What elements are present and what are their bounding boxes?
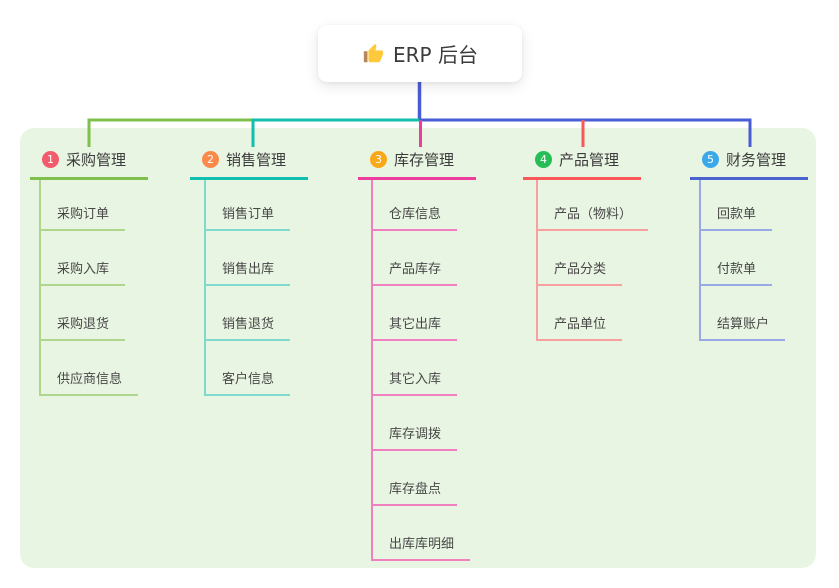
child-node-stock-count[interactable]: 库存盘点 — [372, 481, 458, 506]
child-node-product-category[interactable]: 产品分类 — [537, 261, 623, 286]
child-node-receipt-bill[interactable]: 回款单 — [700, 206, 773, 231]
branch-number-badge: 3 — [370, 150, 387, 168]
thumbs-up-icon — [363, 43, 384, 62]
child-node-product-stock[interactable]: 产品库存 — [372, 261, 458, 286]
branches-panel — [20, 128, 816, 568]
branch-label: 产品管理 — [559, 150, 620, 169]
child-node-purchase-return[interactable]: 采购退货 — [40, 316, 126, 341]
branch-label: 销售管理 — [226, 150, 287, 169]
child-node-stock-transfer[interactable]: 库存调拨 — [372, 426, 458, 451]
root-node[interactable]: ERP 后台 — [318, 25, 522, 82]
branch-header-product-management[interactable]: 4 产品管理 — [523, 147, 642, 180]
branch-number-badge: 4 — [535, 150, 552, 168]
child-node-other-inbound[interactable]: 其它入库 — [372, 371, 458, 396]
child-node-sales-return[interactable]: 销售退货 — [205, 316, 291, 341]
branch-header-finance-management[interactable]: 5 财务管理 — [690, 147, 809, 180]
child-node-customer-info[interactable]: 客户信息 — [205, 371, 291, 396]
branch-header-inventory-management[interactable]: 3 库存管理 — [358, 147, 477, 180]
branch-label: 采购管理 — [66, 150, 127, 169]
child-node-warehouse-info[interactable]: 仓库信息 — [372, 206, 458, 231]
branch-label: 库存管理 — [394, 150, 455, 169]
child-node-sales-order[interactable]: 销售订单 — [205, 206, 291, 231]
child-node-settlement-account[interactable]: 结算账户 — [700, 316, 786, 341]
child-node-payment-bill[interactable]: 付款单 — [700, 261, 773, 286]
branch-number-badge: 5 — [702, 150, 719, 168]
child-node-purchase-order[interactable]: 采购订单 — [40, 206, 126, 231]
child-node-product-unit[interactable]: 产品单位 — [537, 316, 623, 341]
branch-header-sales-management[interactable]: 2 销售管理 — [190, 147, 309, 180]
child-node-supplier-info[interactable]: 供应商信息 — [40, 371, 139, 396]
branch-label: 财务管理 — [726, 150, 787, 169]
branch-number-badge: 2 — [202, 150, 219, 168]
branch-header-purchase-management[interactable]: 1 采购管理 — [30, 147, 149, 180]
root-title: ERP 后台 — [393, 43, 478, 67]
child-node-other-outbound[interactable]: 其它出库 — [372, 316, 458, 341]
child-node-sales-outbound[interactable]: 销售出库 — [205, 261, 291, 286]
branch-number-badge: 1 — [42, 150, 59, 168]
child-node-outbound-detail[interactable]: 出库库明细 — [372, 536, 471, 561]
child-node-purchase-inbound[interactable]: 采购入库 — [40, 261, 126, 286]
child-node-product-material[interactable]: 产品（物料） — [537, 206, 649, 231]
